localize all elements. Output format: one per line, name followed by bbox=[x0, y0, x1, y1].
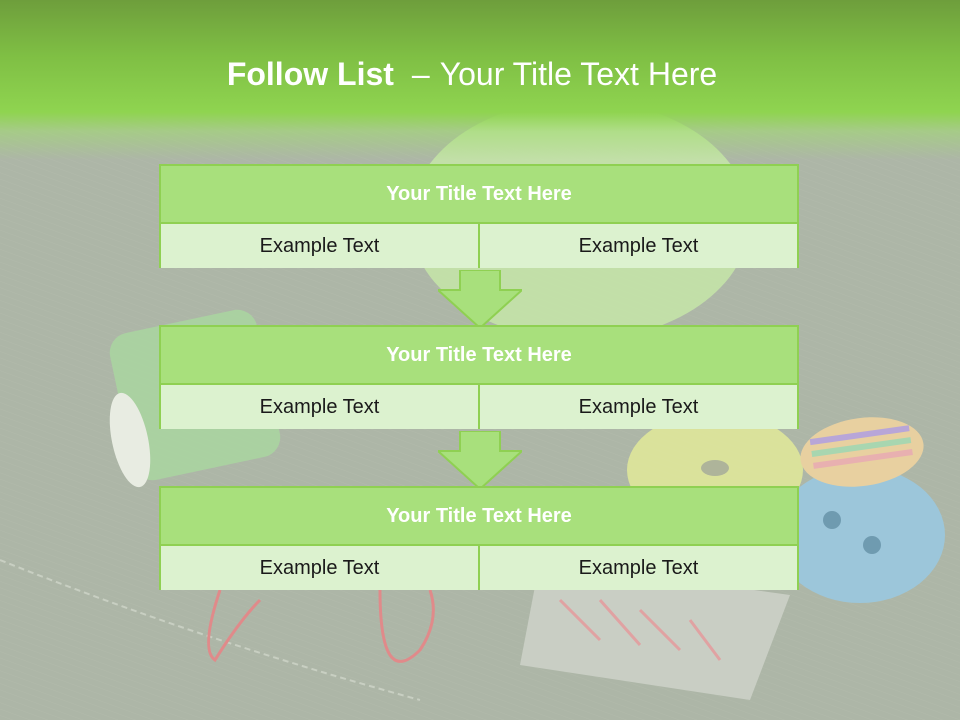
list-box-right-cell: Example Text bbox=[478, 546, 797, 590]
list-box-title: Your Title Text Here bbox=[161, 488, 797, 546]
list-box-1: Your Title Text Here Example Text Exampl… bbox=[159, 164, 799, 268]
title-band bbox=[0, 0, 960, 160]
list-box-right-cell: Example Text bbox=[478, 224, 797, 268]
list-box-3: Your Title Text Here Example Text Exampl… bbox=[159, 486, 799, 590]
list-box-row: Example Text Example Text bbox=[161, 224, 797, 268]
list-box-left-cell: Example Text bbox=[161, 385, 478, 429]
list-box-left-cell: Example Text bbox=[161, 224, 478, 268]
list-box-left-cell: Example Text bbox=[161, 546, 478, 590]
list-box-row: Example Text Example Text bbox=[161, 546, 797, 590]
down-arrow-icon bbox=[438, 431, 522, 489]
list-box-title: Your Title Text Here bbox=[161, 327, 797, 385]
down-arrow-icon bbox=[438, 270, 522, 328]
slide-title-separator: – bbox=[411, 56, 430, 92]
slide-title: Follow List–Your Title Text Here bbox=[0, 56, 944, 93]
slide-title-text: Your Title Text Here bbox=[439, 56, 718, 92]
list-box-title: Your Title Text Here bbox=[161, 166, 797, 224]
list-box-row: Example Text Example Text bbox=[161, 385, 797, 429]
list-box-right-cell: Example Text bbox=[478, 385, 797, 429]
list-box-2: Your Title Text Here Example Text Exampl… bbox=[159, 325, 799, 429]
slide-title-bold: Follow List bbox=[226, 56, 394, 92]
